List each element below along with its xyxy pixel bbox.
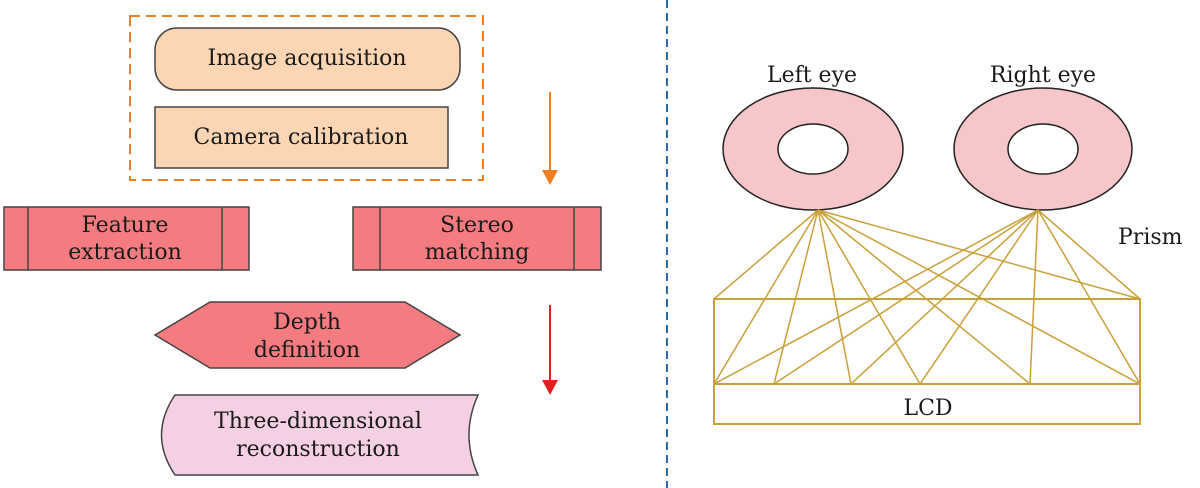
right-eye-label: Right eye	[990, 63, 1096, 88]
prism-label: Prism	[1118, 225, 1183, 250]
lcd-label: LCD	[903, 396, 952, 421]
feature-extraction-label-line2: extraction	[68, 240, 182, 265]
right-eye	[953, 87, 1133, 211]
stereo-matching-label-line2: matching	[425, 240, 530, 265]
left-eye	[722, 87, 904, 211]
depth-definition-node: Depth definition	[153, 301, 462, 369]
reconstruction-label-line2: reconstruction	[236, 437, 400, 462]
stereo-pipeline: Image acquisition Camera calibration Fea…	[3, 15, 602, 476]
image-acquisition-label: Image acquisition	[207, 46, 406, 71]
acquisition-group-frame	[129, 15, 484, 181]
left-eye-rays	[713, 209, 1141, 385]
lcd-box	[713, 383, 1141, 425]
right-eye-rays	[713, 209, 1141, 385]
flow-arrow-red	[542, 305, 558, 395]
camera-calibration-label: Camera calibration	[194, 125, 409, 150]
image-acquisition-node: Image acquisition	[154, 27, 461, 91]
depth-definition-label-line2: definition	[254, 338, 360, 363]
depth-definition-label-line1: Depth	[273, 310, 341, 335]
stereo-matching-node: Stereo matching	[352, 206, 602, 271]
reconstruction-node: Three-dimensional reconstruction	[160, 394, 480, 476]
reconstruction-label-line1: Three-dimensional	[214, 409, 422, 434]
flow-arrow-orange	[542, 92, 558, 185]
stereo-matching-label-line1: Stereo	[440, 213, 514, 238]
left-eye-label: Left eye	[767, 63, 857, 88]
feature-extraction-label-line1: Feature	[82, 213, 169, 238]
stereoscope-display: Left eye Right eye Prism LCD	[713, 63, 1183, 425]
camera-calibration-node: Camera calibration	[154, 106, 449, 169]
feature-extraction-node: Feature extraction	[3, 206, 250, 271]
